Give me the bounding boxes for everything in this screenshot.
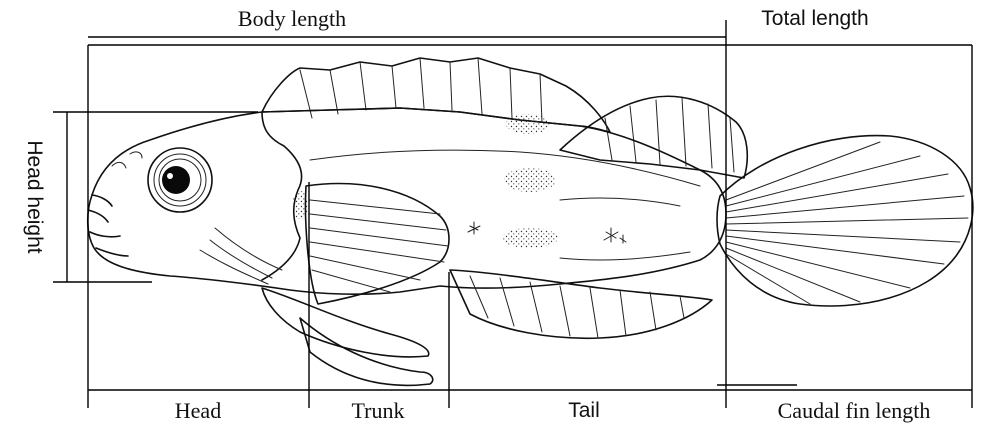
dorsal-fin xyxy=(262,58,610,132)
trunk-label: Trunk xyxy=(352,398,405,423)
anal-fin xyxy=(450,270,712,338)
pigment-blotch xyxy=(504,168,556,192)
pigment-blotch xyxy=(506,114,550,134)
body-contour-lines xyxy=(310,150,700,260)
fish-eye xyxy=(148,148,212,212)
body-length-label: Body length xyxy=(238,6,346,31)
snout-bumps xyxy=(112,152,142,168)
pectoral-rays xyxy=(310,200,448,292)
pelvic-fin-lower xyxy=(300,318,433,385)
second-dorsal-fin xyxy=(560,96,747,178)
fish-illustration xyxy=(88,58,973,385)
gill-cover xyxy=(262,112,302,280)
head-label: Head xyxy=(175,398,221,423)
pigment-blotch xyxy=(502,228,558,248)
tail-label: Tail xyxy=(568,399,600,422)
measurement-lines xyxy=(53,20,972,408)
total-length-label: Total length xyxy=(761,7,868,30)
caudal-fin-length-label: Caudal fin length xyxy=(778,398,931,423)
labels: Body length Total length Head height Hea… xyxy=(23,6,930,423)
head-height-label: Head height xyxy=(23,140,46,253)
